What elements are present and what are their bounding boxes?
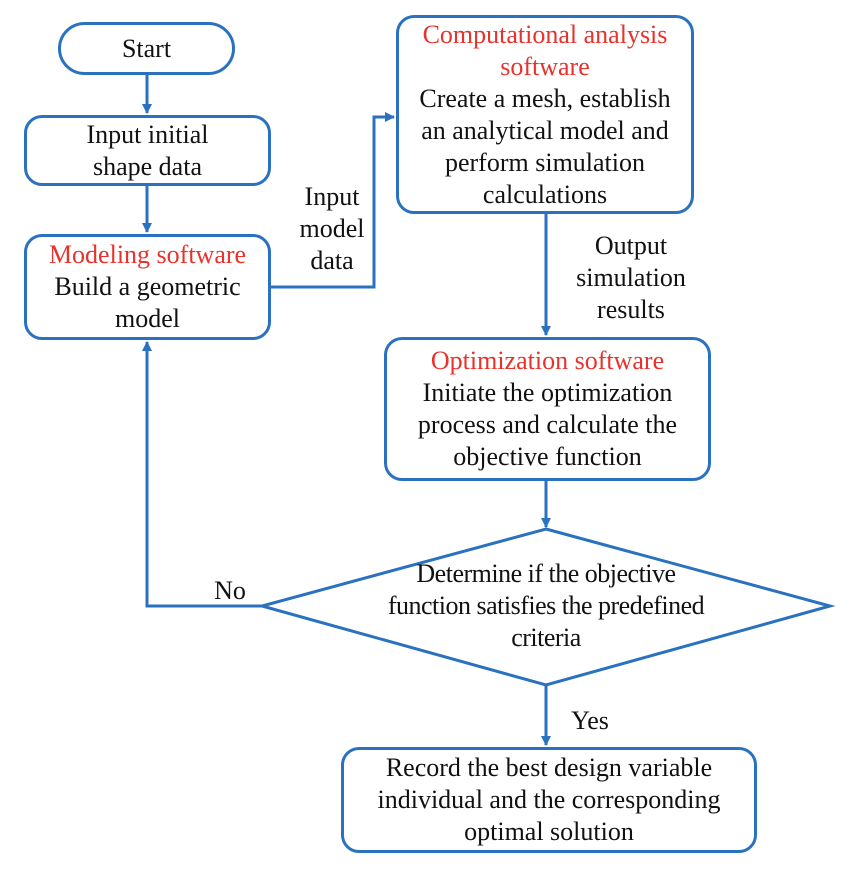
edge-label-line: data bbox=[310, 246, 354, 275]
edge-label-line: model bbox=[299, 214, 365, 243]
arrow-modeling-to-computational bbox=[271, 112, 395, 289]
edge-label-input-model-data: Input model data bbox=[282, 181, 382, 277]
edge-label-line: simulation bbox=[576, 263, 686, 292]
record-result-box: Record the best design variable individu… bbox=[341, 747, 757, 853]
decision-line3: criteria bbox=[511, 623, 581, 652]
start-terminator: Start bbox=[58, 22, 235, 75]
computational-line4: calculations bbox=[482, 179, 608, 209]
optimization-line3: objective function bbox=[453, 442, 642, 471]
edge-label-yes: Yes bbox=[571, 706, 609, 735]
optimization-title: Optimization software bbox=[430, 346, 665, 375]
decision-line1: Determine if the objective bbox=[416, 559, 676, 588]
computational-line3: perform simulation bbox=[444, 147, 645, 177]
start-label: Start bbox=[121, 33, 172, 63]
record-line3: optimal solution bbox=[464, 817, 634, 846]
edge-label-line: results bbox=[597, 295, 665, 324]
computational-analysis-box: Computational analysis software Create a… bbox=[396, 15, 694, 214]
optimization-software-box: Optimization software Initiate the optim… bbox=[384, 337, 711, 481]
arrow-decision-no-to-modeling bbox=[142, 341, 262, 608]
decision-text: Determine if the objective function sati… bbox=[340, 558, 752, 654]
edge-label-output-simulation-results: Output simulation results bbox=[556, 230, 706, 326]
modeling-software-box: Modeling software Build a geometric mode… bbox=[24, 234, 271, 340]
computational-title-line2: software bbox=[500, 51, 590, 81]
record-line2: individual and the corresponding bbox=[377, 785, 721, 814]
edge-label-no: No bbox=[214, 576, 246, 605]
record-line1: Record the best design variable bbox=[385, 753, 713, 782]
computational-title-line1: Computational analysis bbox=[422, 19, 668, 49]
input-shape-data-box: Input initial shape data bbox=[24, 115, 271, 186]
modeling-title: Modeling software bbox=[48, 240, 247, 269]
decision-line2: function satisfies the predefined bbox=[387, 591, 705, 620]
edge-label-line: Output bbox=[594, 231, 668, 260]
computational-line1: Create a mesh, establish bbox=[419, 83, 671, 113]
input-shape-line1: Input initial bbox=[86, 119, 209, 149]
input-shape-line2: shape data bbox=[92, 151, 202, 181]
modeling-line1: Build a geometric bbox=[54, 272, 241, 301]
computational-line2: an analytical model and bbox=[421, 115, 669, 145]
optimization-line2: process and calculate the bbox=[417, 410, 678, 439]
modeling-line2: model bbox=[115, 304, 180, 333]
edge-label-line: Input bbox=[304, 182, 360, 211]
optimization-line1: Initiate the optimization bbox=[422, 378, 673, 407]
